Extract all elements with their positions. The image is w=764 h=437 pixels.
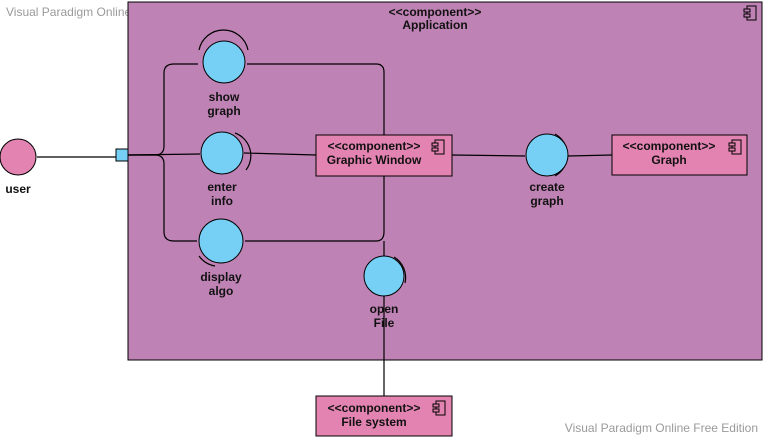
interface-label: info (211, 194, 233, 208)
actor-user[interactable]: user (0, 138, 37, 196)
component-icon (728, 139, 742, 155)
graph-stereotype: <<component>> (623, 139, 716, 153)
interface-show-graph[interactable]: show graph (198, 29, 249, 118)
application-stereotype: <<component>> (389, 5, 482, 19)
watermark-bottom-right: Visual Paradigm Online Free Edition (565, 421, 758, 435)
interface-label: File (374, 316, 395, 330)
application-name: Application (402, 18, 467, 32)
graph-name: Graph (651, 153, 686, 167)
interface-create-graph[interactable]: create graph (525, 133, 569, 208)
window-to-create-graph (451, 154, 526, 157)
port-to-display-algo (128, 154, 197, 242)
graphic-window-box (315, 134, 453, 177)
file-system-name: File system (341, 415, 406, 429)
socket-arc (198, 29, 249, 51)
interface-label: graph (207, 104, 240, 118)
interface-label: enter (207, 180, 237, 194)
file-system-stereotype: <<component>> (328, 401, 421, 415)
component-icon (431, 139, 445, 155)
interface-label: open (370, 302, 399, 316)
interface-enter-info[interactable]: enter info (200, 131, 252, 208)
application-port[interactable] (115, 148, 129, 162)
graph-box (611, 134, 748, 176)
graphic-window-component[interactable]: <<component>> Graphic Window (315, 134, 453, 177)
interface-label: create (529, 180, 565, 194)
graph-component[interactable]: <<component>> Graph (611, 134, 748, 176)
lollipop-circle (198, 218, 244, 264)
socket-arc (198, 255, 216, 267)
lollipop-circle (363, 255, 405, 297)
port-to-show-graph (128, 63, 198, 156)
component-icon (743, 5, 757, 21)
file-system-box (315, 395, 453, 437)
graphic-window-name: Graphic Window (327, 153, 422, 167)
socket-arc (234, 132, 252, 171)
actor-label: user (5, 182, 31, 196)
actor-circle (0, 138, 37, 176)
graphic-window-stereotype: <<component>> (328, 139, 421, 153)
lollipop-circle (525, 133, 569, 177)
lollipop-circle (202, 40, 246, 84)
create-graph-to-graph (567, 154, 613, 157)
component-icon (432, 400, 446, 416)
enter-info-to-window (243, 152, 317, 156)
lollipop-circle (200, 131, 244, 175)
interface-label: show (209, 90, 240, 104)
file-system-component[interactable]: <<component>> File system (315, 395, 453, 437)
interface-open-file[interactable]: open File (363, 255, 407, 330)
interface-label: graph (530, 194, 563, 208)
socket-arc (393, 256, 407, 284)
interface-label: algo (209, 284, 234, 298)
interface-label: display (200, 270, 242, 284)
interface-display-algo[interactable]: display algo (198, 218, 244, 298)
